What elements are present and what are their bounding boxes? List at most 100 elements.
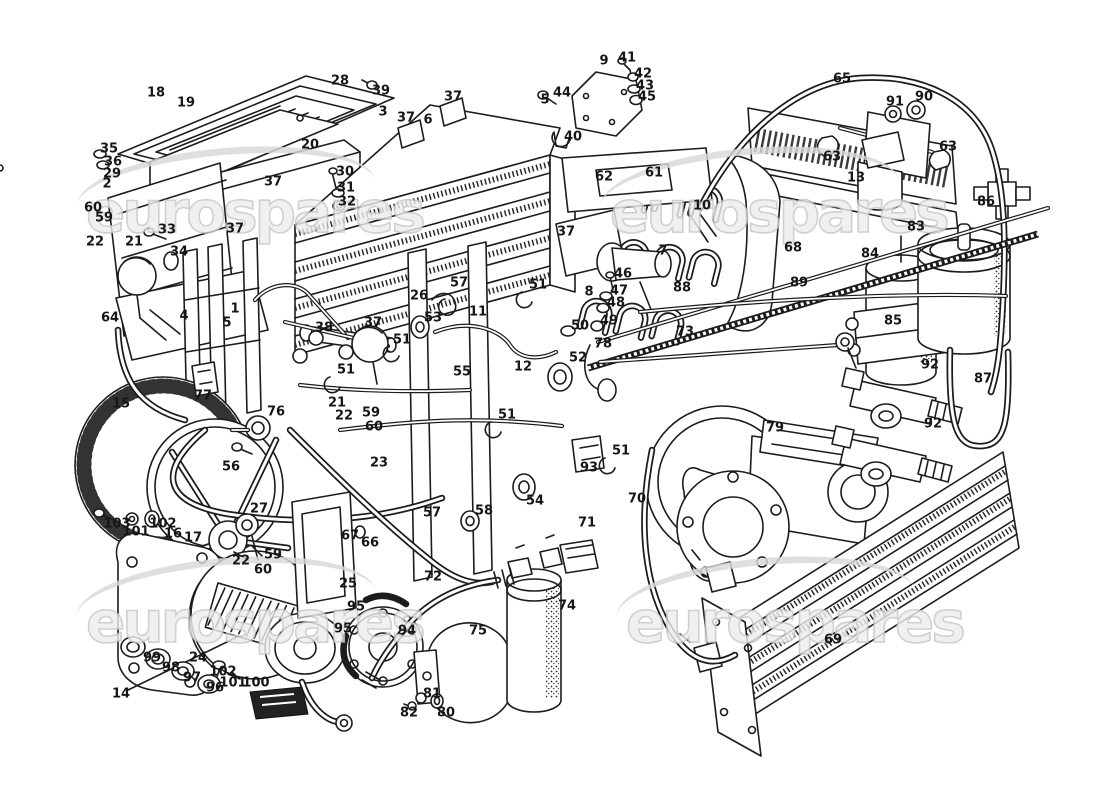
part-label-37: 37	[556, 224, 576, 240]
part-label-15: 15	[111, 396, 131, 412]
part-label-92: 92	[920, 357, 940, 373]
part-label-37: 37	[396, 110, 416, 126]
part-label-71: 71	[577, 515, 597, 531]
part-label-100: 100	[242, 675, 270, 691]
part-label-32: 32	[337, 194, 357, 210]
part-label-41: 41	[617, 50, 637, 66]
part-label-84: 84	[860, 246, 880, 262]
part-label-27: 27	[249, 501, 269, 517]
filter-drawing	[816, 100, 1031, 220]
part-label-24: 24	[188, 650, 208, 666]
part-label-7: 7	[658, 243, 668, 259]
part-label-92: 92	[923, 416, 943, 432]
part-label-39: 39	[371, 83, 391, 99]
part-label-19: 19	[176, 95, 196, 111]
small-parts-drawing	[93, 57, 857, 619]
part-label-102: 102	[209, 664, 237, 680]
part-label-51: 51	[611, 443, 631, 459]
clutch-motor-drawing	[115, 532, 353, 732]
part-label-66: 66	[360, 535, 380, 551]
part-label-2: 2	[102, 176, 112, 192]
part-label-5: 5	[540, 92, 550, 108]
part-label-53: 53	[423, 310, 443, 326]
part-label-60: 60	[83, 200, 103, 216]
part-label-26: 26	[409, 288, 429, 304]
part-label-58: 58	[474, 503, 494, 519]
part-label-51: 51	[497, 407, 517, 423]
part-label-73: 73	[675, 324, 695, 340]
part-label-45: 45	[637, 89, 657, 105]
part-label-96: 96	[205, 680, 225, 696]
part-label-10: 10	[692, 198, 712, 214]
part-label-22: 22	[231, 553, 251, 569]
part-label-76: 76	[266, 404, 286, 420]
part-label-17: 17	[183, 530, 203, 546]
part-label-22: 22	[334, 408, 354, 424]
part-label-59: 59	[94, 210, 114, 226]
part-label-47: 47	[609, 283, 629, 299]
part-label-87: 87	[973, 371, 993, 387]
part-label-22: 22	[85, 234, 105, 250]
part-label-30: 30	[335, 164, 355, 180]
part-label-52: 52	[568, 350, 588, 366]
part-label-6: 6	[423, 112, 433, 128]
part-label-25: 25	[338, 576, 358, 592]
part-label-44: 44	[552, 85, 572, 101]
flange-and-bracket-drawing	[340, 592, 513, 724]
part-label-63: 63	[938, 139, 958, 155]
part-label-60: 60	[364, 419, 384, 435]
part-label-74: 74	[557, 598, 577, 614]
part-label-28: 28	[330, 73, 350, 89]
part-label-37: 37	[363, 315, 383, 331]
part-label-67: 67	[340, 528, 360, 544]
part-label-79: 79	[765, 420, 785, 436]
part-label-50: 50	[570, 318, 590, 334]
part-label-57: 57	[422, 505, 442, 521]
part-label-40: 40	[563, 129, 583, 145]
condenser-drawing	[679, 451, 1020, 757]
part-label-81: 81	[422, 686, 442, 702]
part-label-55: 55	[452, 364, 472, 380]
part-label-49: 49	[599, 313, 619, 329]
part-label-94: 94	[397, 623, 417, 639]
part-label-91: 91	[885, 94, 905, 110]
part-label-99: 99	[142, 650, 162, 666]
part-label-63: 63	[822, 149, 842, 165]
part-label-59: 59	[361, 405, 381, 421]
part-label-13: 13	[846, 170, 866, 186]
part-label-51: 51	[336, 362, 356, 378]
part-label-101: 101	[122, 524, 150, 540]
part-label-34: 34	[169, 244, 189, 260]
part-label-68: 68	[783, 240, 803, 256]
part-label-70: 70	[627, 491, 647, 507]
part-label-23: 23	[369, 455, 389, 471]
part-label-89: 89	[789, 275, 809, 291]
part-label-62: 62	[594, 169, 614, 185]
part-label-69: 69	[823, 632, 843, 648]
part-label-31: 31	[336, 180, 356, 196]
part-label-102: 102	[149, 516, 177, 532]
part-label-5: 5	[222, 315, 232, 331]
part-label-4: 4	[179, 308, 189, 324]
bracket-and-plates-drawing	[551, 71, 781, 332]
part-label-1: 1	[230, 301, 240, 317]
part-label-51: 51	[392, 332, 412, 348]
part-label-64: 64	[100, 310, 120, 326]
part-label-46: 46	[613, 266, 633, 282]
part-label-60: 60	[253, 562, 273, 578]
receiver-drier-drawing	[506, 534, 563, 713]
part-label-103: 103	[103, 516, 131, 532]
part-label-33: 33	[157, 222, 177, 238]
part-label-90: 90	[914, 89, 934, 105]
tanks-drawing	[845, 223, 1011, 386]
part-label-78: 78	[593, 336, 613, 352]
part-label-75: 75	[468, 623, 488, 639]
part-label-11: 11	[468, 304, 488, 320]
part-label-12: 12	[513, 359, 533, 375]
part-label-65: 65	[832, 71, 852, 87]
hoses-drawing	[114, 74, 1051, 689]
part-label-18: 18	[146, 85, 166, 101]
part-label-77: 77	[193, 388, 213, 404]
part-label-95: 95	[333, 621, 353, 637]
